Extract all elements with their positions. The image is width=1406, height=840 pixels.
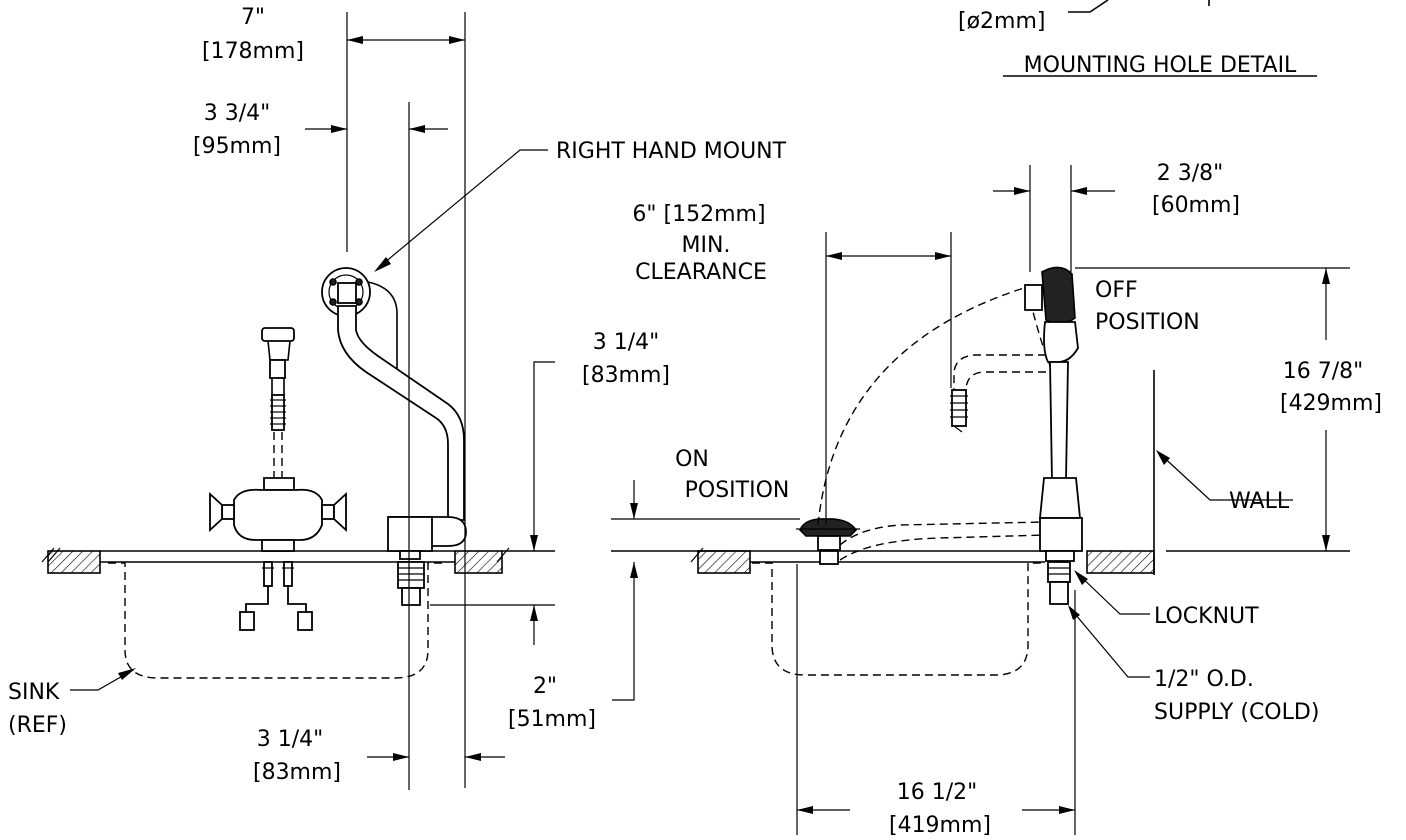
dim-3-3-4-mm: [95mm] [193,134,281,159]
dim-3-1-4-bottom-mm: [83mm] [253,760,341,785]
wall-leader [1157,451,1293,501]
dim-16-7-8-in: 16 7/8" [1283,359,1364,384]
mounting-hole-detail: [ø2mm] MOUNTING HOLE DETAIL [958,0,1317,78]
dim-2-mm: [51mm] [508,707,596,732]
right-sink-bowl [752,562,1045,676]
dim-7-in: 7" [241,5,265,30]
right-hand-mount-leader [377,149,548,269]
dim-3-1-4-top-in: 3 1/4" [593,330,660,355]
mounting-hole-detail-title: MOUNTING HOLE DETAIL [1024,53,1297,78]
locknut-label: LOCKNUT [1154,604,1259,629]
on-position-tube [839,521,1046,561]
dim-2-in: 2" [533,674,557,699]
mounting-hole-dia-label: [ø2mm] [958,9,1045,34]
mixing-valve [209,327,347,631]
wall-label: WALL [1229,489,1290,514]
right-sink-deck [611,370,1350,575]
off-position-spout-dashed [953,354,1046,390]
off-position-line1: OFF [1095,278,1138,303]
off-position-line2: POSITION [1095,310,1200,335]
dim-2-3-8-mm: [60mm] [1152,193,1240,218]
on-position-handle [796,518,860,565]
clearance-line2: MIN. [682,233,731,258]
supply-line2: SUPPLY (COLD) [1154,700,1319,725]
wall-riser [1024,266,1083,605]
swing-arc [817,287,1025,526]
supply-leader [1069,607,1150,678]
left-sink-deck [41,547,555,574]
left-dimensions [305,12,638,790]
dim-3-1-4-top-mm: [83mm] [582,363,670,388]
right-dimensions [611,165,1350,835]
sink-label-line2: (REF) [8,713,67,738]
on-position-line1: ON [675,447,709,472]
dim-2-3-8-in: 2 3/8" [1157,161,1224,186]
off-position-tip [950,389,968,433]
dim-3-1-4-bottom-in: 3 1/4" [257,727,324,752]
dim-16-1-2-in: 16 1/2" [897,780,978,805]
left-sink-bowl [108,562,445,679]
on-position-line2: POSITION [685,478,790,503]
sink-label-line1: SINK [8,680,60,705]
mounting-hole-leader [1068,0,1109,13]
right-hand-mount-label: RIGHT HAND MOUNT [556,139,787,164]
clearance-line1: 6" [152mm] [632,202,765,227]
dim-7-mm: [178mm] [202,39,304,64]
right-hand-mount-arm [321,267,467,606]
left-view: 7" [178mm] 3 3/4" [95mm] RIGHT HAND MOUN… [8,5,787,790]
dim-3-3-4-in: 3 3/4" [204,101,271,126]
right-view: 6" [152mm] MIN. CLEARANCE 2 3/8" [60mm] … [611,161,1382,838]
dim-16-7-8-mm: [429mm] [1280,391,1382,416]
dim-16-1-2-mm: [419mm] [889,813,991,838]
supply-line1: 1/2" O.D. [1154,667,1254,692]
clearance-line3: CLEARANCE [635,260,767,285]
serrated-tip-left [270,394,286,431]
locknut-leader [1075,571,1150,615]
